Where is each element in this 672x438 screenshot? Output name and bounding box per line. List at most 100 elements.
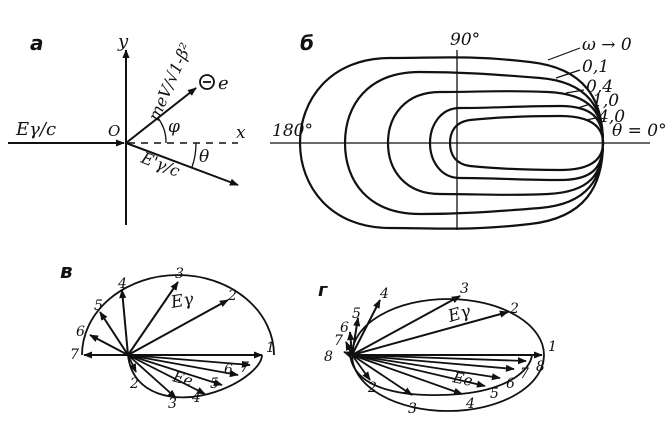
lower-numbers: 2 3 4 5 6 7	[129, 360, 249, 412]
electron-vector	[351, 354, 486, 388]
photon-vector	[127, 281, 179, 356]
leader-0-4	[565, 89, 585, 94]
phi-arc	[157, 117, 167, 144]
photon-vector	[351, 310, 509, 356]
vector-number: 8	[536, 359, 545, 375]
angle-0-label: θ = 0°	[612, 121, 667, 141]
vector-number: 6	[76, 324, 85, 340]
electron-icon	[199, 74, 215, 90]
vector-number: 4	[191, 390, 201, 406]
panel-a: а y x Eγ/c O meV/√1-β² e φ E'γ/c θ	[8, 31, 246, 225]
electron-vector	[127, 354, 206, 395]
electron-vector	[127, 354, 177, 399]
electron-label: e	[218, 73, 229, 94]
photon-vector	[99, 311, 129, 356]
incident-photon-label: Eγ/c	[15, 119, 56, 140]
theta-label: θ	[199, 147, 209, 167]
photon-vectors	[83, 281, 263, 359]
vector-number: 2	[129, 376, 139, 392]
photon-vector-label: Eγ	[168, 289, 196, 313]
curve-1-0	[428, 104, 605, 182]
electron-vector	[127, 354, 223, 386]
curve-label: ω → 0	[582, 35, 632, 55]
curve-label: 4,0	[597, 107, 625, 127]
leader-0-1	[555, 69, 581, 79]
photon-vector	[351, 299, 381, 356]
upper-numbers: 1 2 3 4 5 6 7	[70, 266, 275, 363]
photon-vector	[351, 317, 361, 356]
panel-a-label: а	[30, 31, 44, 55]
angle-180-label: 180°	[272, 121, 313, 141]
lower-numbers: 2 3 4 5 6 7 8	[367, 359, 545, 417]
upper-numbers: 1 2 3 4 5 6 7 8	[324, 281, 557, 365]
scattered-photon-label: E'γ/c	[138, 148, 183, 181]
curve-0-4	[386, 90, 605, 196]
vector-number: 8	[324, 349, 333, 365]
electron-vector	[351, 354, 413, 396]
vector-number: 2	[367, 380, 377, 396]
electron-vector	[351, 354, 515, 372]
angle-90-label: 90°	[450, 30, 480, 50]
photon-vector	[119, 289, 129, 356]
vector-number: 3	[408, 401, 417, 417]
electron-vector-label: Ee	[170, 367, 195, 390]
electron-vector	[351, 354, 527, 365]
scattered-photon-arrow	[125, 142, 239, 186]
vector-number: 6	[340, 320, 349, 336]
electron-vector	[127, 354, 239, 378]
vector-number: 6	[224, 362, 233, 378]
panel-c: в Eγ Ee 1 2 3 4	[60, 259, 275, 412]
curve-omega-0	[298, 56, 605, 230]
curve-4-0	[448, 114, 605, 172]
vector-number: 3	[175, 266, 184, 282]
vector-number: 1	[548, 339, 557, 355]
panel-b: б 90° 180° θ = 0° ω → 0 0,1 0,4 1,0 4,0	[270, 30, 667, 230]
photon-vector	[89, 334, 129, 356]
panel-c-label: в	[60, 259, 73, 283]
vector-number: 3	[460, 281, 469, 297]
vector-number: 4	[379, 286, 389, 302]
curve-label: 0,4	[586, 77, 613, 97]
theta-arc	[191, 142, 197, 168]
electron-vector	[351, 354, 463, 395]
curve-label: 0,1	[582, 57, 609, 77]
vector-number: 2	[509, 301, 519, 317]
panel-b-label: б	[300, 31, 314, 55]
electron-vector	[351, 354, 371, 381]
origin-label: O	[108, 122, 120, 140]
vector-number: 5	[210, 376, 219, 392]
vector-number: 6	[506, 376, 515, 392]
vector-number: 4	[117, 276, 127, 292]
vector-number: 7	[240, 360, 249, 376]
electron-ellipse	[127, 354, 263, 399]
curve-label: 1,0	[592, 91, 619, 111]
curve-0-1	[343, 70, 605, 216]
vector-number: 4	[465, 396, 475, 412]
vector-number: 7	[520, 366, 529, 382]
vector-number: 1	[266, 340, 275, 356]
y-axis-label: y	[117, 31, 129, 52]
electron-vector	[351, 354, 501, 381]
electron-momentum-label: meV/√1-β²	[144, 40, 195, 124]
panel-d: г Eγ Ee 1 2	[318, 280, 557, 417]
photon-circle	[81, 274, 275, 356]
electron-vector-label: Ee	[450, 368, 474, 390]
electron-momentum-arrow	[125, 87, 197, 144]
electron-vector	[127, 354, 137, 373]
vector-number: 7	[334, 333, 343, 349]
leader-omega-0	[547, 47, 581, 61]
photon-vector	[127, 299, 229, 356]
vector-number: 2	[227, 288, 237, 304]
panel-d-label: г	[318, 280, 328, 301]
vector-number: 5	[352, 306, 361, 322]
electron-vectors	[127, 354, 251, 399]
vector-number: 7	[70, 347, 79, 363]
electron-vector	[127, 354, 251, 368]
vector-number: 5	[490, 386, 499, 402]
x-axis-label: x	[236, 123, 246, 143]
phi-label: φ	[168, 117, 180, 137]
leader-1-0	[577, 103, 591, 109]
leader-4-0	[585, 117, 597, 121]
vector-number: 3	[168, 396, 177, 412]
